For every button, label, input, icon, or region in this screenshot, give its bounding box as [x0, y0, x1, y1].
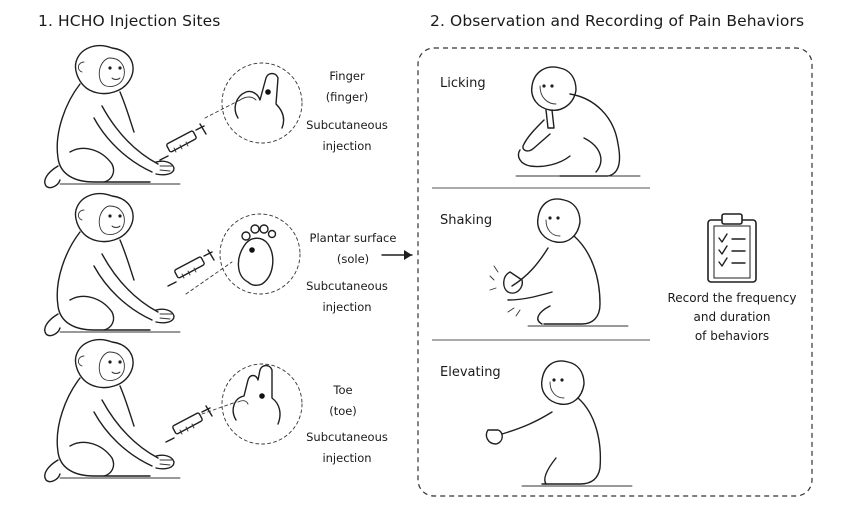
monkey-toe-illustration: [44, 338, 181, 483]
injection-label: Subcutaneous injection: [306, 430, 388, 465]
site-label-finger: Finger (finger): [325, 69, 369, 104]
observation-title: 2. Observation and Recording of Pain Beh…: [430, 12, 805, 30]
injection-label: Subcutaneous injection: [306, 279, 388, 314]
injection-sites-title: 1. HCHO Injection Sites: [38, 12, 221, 30]
monkey-finger-illustration: [44, 44, 181, 189]
site-label-sole: Plantar surface (sole): [309, 231, 397, 266]
monkey-licking-illustration: [515, 66, 641, 177]
injection-label: Subcutaneous injection: [306, 118, 388, 153]
sole-zoom-circle: [219, 213, 301, 295]
finger-zoom-circle: [221, 62, 303, 144]
site-label-toe: Toe (toe): [329, 383, 357, 418]
observation-panel-border: [417, 47, 813, 497]
clipboard-icon: [707, 213, 757, 283]
monkey-elevating-illustration: [485, 360, 633, 487]
monkey-shaking-illustration: [489, 198, 629, 327]
syringe-icon: [165, 405, 213, 443]
behavior-label-licking: Licking: [440, 76, 486, 91]
syringe-icon: [167, 249, 215, 287]
record-instructions: Record the frequency and duration of beh…: [667, 291, 797, 343]
syringe-icon: [159, 123, 207, 161]
monkey-sole-illustration: [44, 192, 181, 337]
behavior-label-shaking: Shaking: [440, 213, 493, 228]
toe-zoom-circle: [221, 363, 303, 445]
behavior-label-elevating: Elevating: [440, 365, 501, 380]
